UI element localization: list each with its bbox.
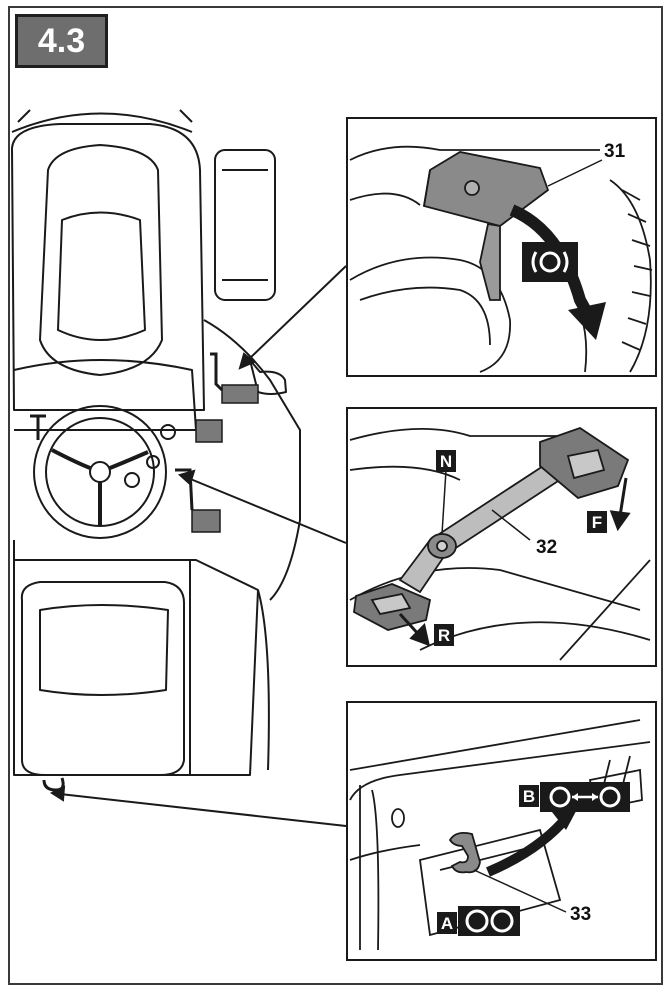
callout-33-leader	[473, 869, 567, 913]
neutral-leader	[441, 469, 447, 535]
freewheel-lever	[448, 831, 481, 874]
freewheel-detail-drawing	[349, 719, 651, 951]
position-a-tag	[437, 912, 457, 934]
drive-lever	[353, 427, 630, 631]
callout-32-leader	[491, 509, 531, 541]
callout-32-label: 32	[536, 537, 557, 558]
callout-31-label: 31	[604, 141, 626, 162]
reverse-tag-label: R	[438, 626, 450, 645]
callout-31-leader	[547, 159, 603, 187]
brake-press-arrow	[509, 204, 606, 340]
figure-number-badge: 4.3	[15, 14, 108, 68]
neutral-tag-label: N	[440, 452, 452, 471]
position-a-icon	[458, 906, 520, 936]
tractor-pedals	[175, 352, 259, 533]
position-a-tag-label: A	[441, 914, 453, 933]
callout-arrows	[49, 265, 347, 827]
tractor-top-view	[11, 109, 301, 792]
reverse-tag	[434, 624, 454, 646]
brake-symbol-icon	[539, 251, 561, 273]
drive-direction-arrows	[398, 477, 631, 647]
position-b-tag-label: B	[523, 787, 535, 806]
position-b-icon	[540, 782, 630, 812]
forward-tag-label: F	[592, 513, 602, 532]
brake-symbol-box	[522, 242, 578, 282]
callout-33-label: 33	[570, 904, 591, 925]
neutral-tag	[436, 450, 456, 472]
forward-tag	[587, 511, 607, 533]
position-b-tag	[519, 785, 539, 807]
